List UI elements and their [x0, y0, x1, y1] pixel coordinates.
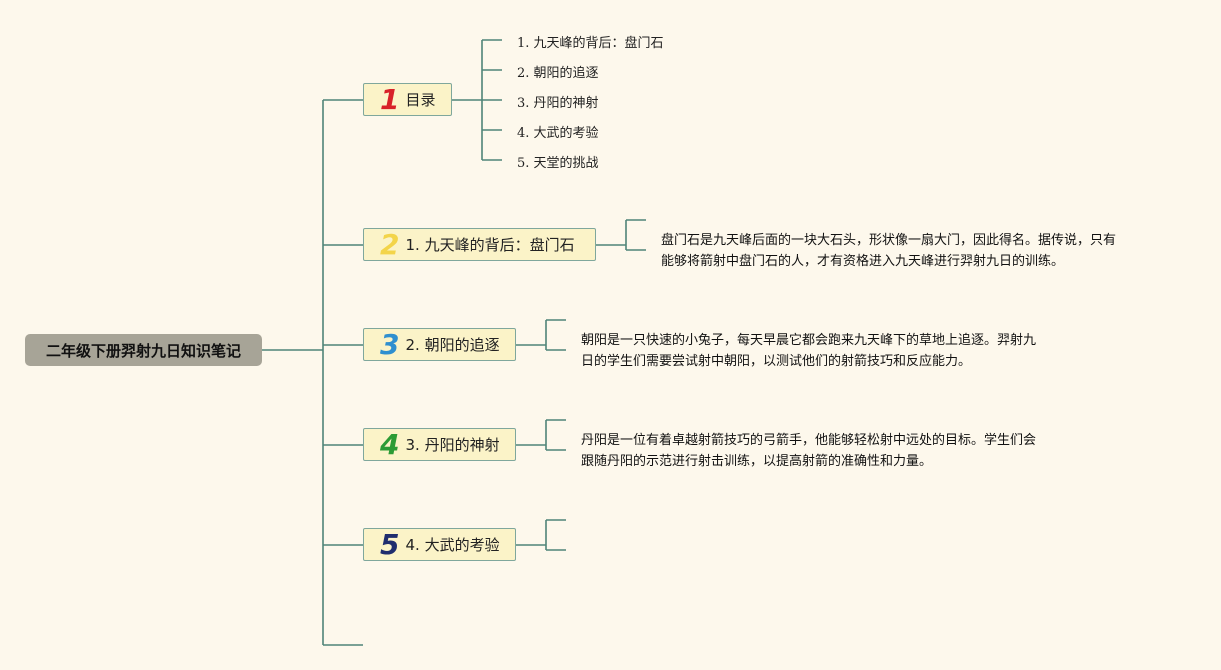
toc-item[interactable]: 1. 九天峰的背后：盘门石 — [517, 36, 664, 51]
detail-line: 盘门石是九天峰后面的一块大石头，形状像一扇大门，因此得名。据传说，只有 — [661, 233, 1117, 248]
toc-item[interactable]: 5. 天堂的挑战 — [517, 156, 599, 171]
number-2-icon: 2 — [380, 227, 400, 261]
root-topic-label: 二年级下册羿射九日知识笔记 — [45, 341, 241, 360]
number-5-icon: 5 — [380, 527, 400, 561]
branch-zhaoyang[interactable]: 3 2. 朝阳的追逐 — [363, 328, 516, 361]
number-3-icon: 3 — [380, 327, 400, 361]
detail-line: 朝阳是一只快速的小兔子，每天早晨它都会跑来九天峰下的草地上追逐。羿射九 — [581, 333, 1037, 348]
detail-danyang[interactable]: 丹阳是一位有着卓越射箭技巧的弓箭手，他能够轻松射中远处的目标。学生们会 跟随丹阳… — [581, 430, 1036, 472]
number-4-icon: 4 — [380, 427, 400, 461]
branch-dawu[interactable]: 5 4. 大武的考验 — [363, 528, 516, 561]
branch-label: 2. 朝阳的追逐 — [405, 336, 500, 354]
root-topic[interactable]: 二年级下册羿射九日知识笔记 — [25, 334, 262, 366]
branch-panmenshi[interactable]: 2 1. 九天峰的背后：盘门石 — [363, 228, 596, 261]
branch-toc[interactable]: 1 目录 — [363, 83, 452, 116]
detail-zhaoyang[interactable]: 朝阳是一只快速的小兔子，每天早晨它都会跑来九天峰下的草地上追逐。羿射九 日的学生… — [581, 330, 1036, 372]
detail-line: 能够将箭射中盘门石的人，才有资格进入九天峰进行羿射九日的训练。 — [661, 254, 1065, 269]
detail-line: 日的学生们需要尝试射中朝阳，以测试他们的射箭技巧和反应能力。 — [581, 354, 972, 369]
branch-danyang[interactable]: 4 3. 丹阳的神射 — [363, 428, 516, 461]
branch-label: 3. 丹阳的神射 — [405, 436, 500, 454]
toc-item[interactable]: 2. 朝阳的追逐 — [517, 66, 599, 81]
branch-label: 目录 — [405, 91, 436, 109]
detail-line: 丹阳是一位有着卓越射箭技巧的弓箭手，他能够轻松射中远处的目标。学生们会 — [581, 433, 1037, 448]
detail-line: 跟随丹阳的示范进行射击训练，以提高射箭的准确性和力量。 — [581, 454, 933, 469]
branch-label: 4. 大武的考验 — [405, 536, 500, 554]
number-1-icon: 1 — [380, 82, 400, 116]
toc-item[interactable]: 4. 大武的考验 — [517, 126, 599, 141]
detail-panmenshi[interactable]: 盘门石是九天峰后面的一块大石头，形状像一扇大门，因此得名。据传说，只有 能够将箭… — [661, 230, 1116, 272]
toc-item[interactable]: 3. 丹阳的神射 — [517, 96, 599, 111]
branch-label: 1. 九天峰的背后：盘门石 — [405, 236, 575, 254]
